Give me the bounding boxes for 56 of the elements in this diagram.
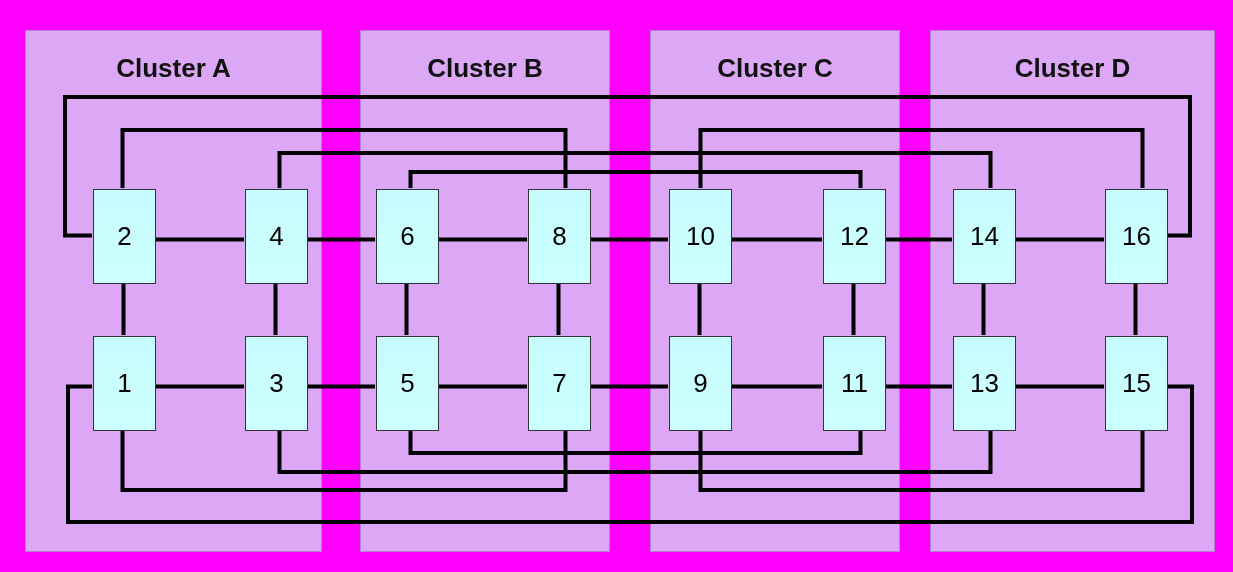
cluster-panel xyxy=(650,30,900,552)
connector-line xyxy=(438,384,527,389)
connector-line xyxy=(277,151,993,188)
cluster-panel xyxy=(930,30,1215,552)
connector-line xyxy=(731,384,822,389)
node-box: 11 xyxy=(823,336,886,431)
node-box: 9 xyxy=(669,336,732,431)
node-box: 8 xyxy=(528,189,591,284)
node-box: 6 xyxy=(376,189,439,284)
node-box: 13 xyxy=(953,336,1016,431)
connector-line xyxy=(120,128,568,188)
node-box: 4 xyxy=(245,189,308,284)
connector-line xyxy=(408,430,863,455)
node-box: 2 xyxy=(93,189,156,284)
connector-line xyxy=(1133,283,1138,335)
cluster-title: Cluster A xyxy=(115,53,232,84)
cluster-panel xyxy=(360,30,610,552)
cluster-title: Cluster D xyxy=(1013,53,1132,84)
connector-line xyxy=(66,384,1194,524)
connector-line xyxy=(155,237,244,242)
node-box: 7 xyxy=(528,336,591,431)
connector-line xyxy=(121,283,126,335)
node-box: 14 xyxy=(953,189,1016,284)
connector-line xyxy=(63,95,1192,238)
node-box: 1 xyxy=(93,336,156,431)
cluster-title: Cluster C xyxy=(716,53,834,84)
connector-line xyxy=(851,283,856,335)
node-box: 16 xyxy=(1105,189,1168,284)
connector-line xyxy=(885,237,952,242)
cluster-title: Cluster B xyxy=(426,53,544,84)
connector-line xyxy=(698,430,1145,492)
connector-line xyxy=(307,237,375,242)
connector-line xyxy=(1015,384,1104,389)
connector-line xyxy=(885,384,952,389)
connector-line xyxy=(981,283,986,335)
connector-line xyxy=(307,384,375,389)
cluster-panel xyxy=(25,30,322,552)
node-box: 10 xyxy=(669,189,732,284)
connector-line xyxy=(731,237,822,242)
connector-line xyxy=(438,237,527,242)
connector-line xyxy=(590,384,668,389)
connector-line xyxy=(404,283,409,335)
connector-line xyxy=(408,170,863,188)
node-box: 15 xyxy=(1105,336,1168,431)
connector-line xyxy=(697,283,702,335)
connector-line xyxy=(155,384,244,389)
node-box: 5 xyxy=(376,336,439,431)
node-box: 12 xyxy=(823,189,886,284)
connector-line xyxy=(556,283,561,335)
connector-line xyxy=(277,430,993,474)
node-box: 3 xyxy=(245,336,308,431)
connector-line xyxy=(120,430,568,492)
connector-line xyxy=(273,283,278,335)
connector-line xyxy=(698,128,1145,188)
connector-line xyxy=(1015,237,1104,242)
connector-line xyxy=(590,237,668,242)
